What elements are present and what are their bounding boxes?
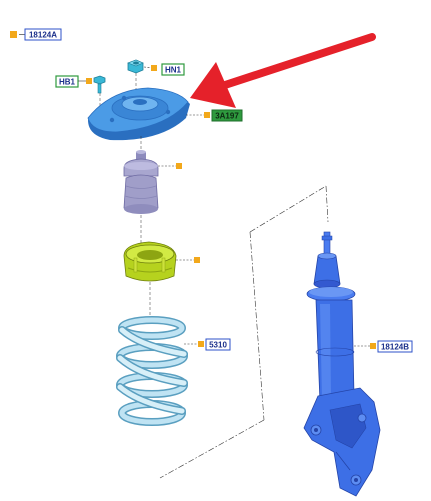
callout-5310: 5310 (205, 338, 231, 351)
square-bullet-icon (10, 31, 17, 38)
square-bullet-icon (194, 257, 200, 263)
square-bullet-icon (204, 112, 210, 118)
callout-18124a: 18124A (10, 28, 62, 41)
callout-hb1: HB1 (55, 75, 79, 88)
alignment-frame (159, 185, 329, 479)
coil-spring (116, 316, 188, 426)
red-arrow-icon (190, 33, 376, 108)
spring-seat (123, 241, 177, 282)
hex-nut (127, 59, 144, 74)
callout-3a197-label: 3A197 (215, 112, 239, 121)
square-bullet-icon (86, 78, 92, 84)
square-bullet-icon (176, 163, 182, 169)
bump-stop (123, 150, 159, 214)
callout-hn1-label: HN1 (165, 66, 182, 75)
square-bullet-icon (198, 341, 204, 347)
callout-18124b-label: 18124B (381, 343, 409, 352)
callout-5310-label: 5310 (209, 341, 227, 350)
callout-hn1: HN1 (161, 63, 185, 76)
callout-18124b: 18124B (377, 340, 413, 353)
strut-assembly (303, 231, 381, 497)
square-bullet-icon (151, 65, 157, 71)
square-bullet-icon (370, 343, 376, 349)
hex-bolt (93, 75, 106, 94)
callout-hb1-label: HB1 (59, 78, 76, 87)
top-mount (87, 87, 190, 141)
callout-18124a-label: 18124A (29, 31, 57, 40)
callout-3a197: 3A197 (211, 109, 243, 122)
